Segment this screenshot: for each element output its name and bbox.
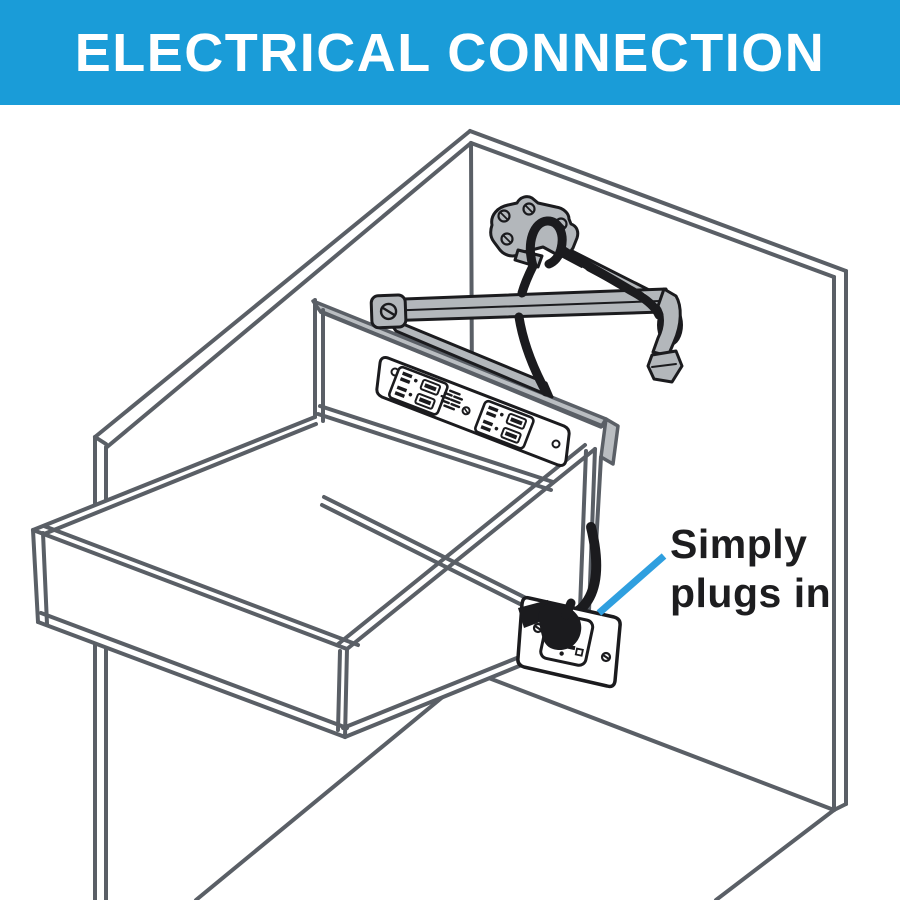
- header-banner: ELECTRICAL CONNECTION: [0, 0, 900, 105]
- plug-cord-stub: [561, 598, 576, 620]
- usb-port-icon: [414, 378, 441, 410]
- arm-foot: [646, 349, 684, 384]
- wall-outlet: [516, 522, 622, 689]
- callout-line-1: Simply: [670, 521, 808, 567]
- usb-port-icon: [500, 412, 527, 444]
- page-title: ELECTRICAL CONNECTION: [74, 22, 826, 83]
- vent-icon: [440, 389, 471, 416]
- power-strip: [375, 356, 571, 467]
- outlet-usb-module: [388, 365, 449, 416]
- power-cord: [514, 216, 664, 397]
- callout-pointer-line: [596, 553, 667, 616]
- drawer: [31, 298, 620, 739]
- mounting-arm: [369, 195, 684, 399]
- arm-end-cap: [369, 293, 408, 330]
- outlet-usb-module: [474, 399, 535, 450]
- callout-line-2: plugs in: [670, 570, 832, 616]
- callout-text: Simply plugs in: [670, 520, 831, 618]
